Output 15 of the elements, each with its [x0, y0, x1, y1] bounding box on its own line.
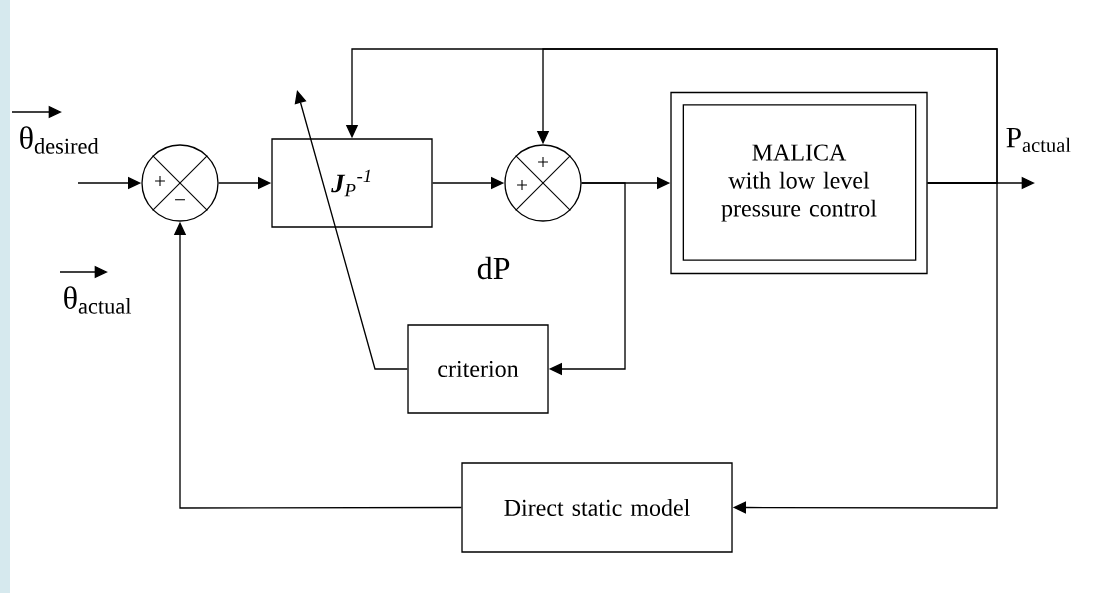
signal-label: dP: [477, 256, 510, 280]
symbol-label: θ$_{actual}$: [64, 286, 132, 314]
summing-junction: [141, 144, 219, 222]
arrow: [294, 90, 408, 370]
block-box: J$_{P}$-1: [271, 138, 433, 228]
sign-label: +: [155, 176, 165, 186]
summing-junction: [504, 144, 582, 222]
block-box: criterion: [407, 324, 549, 414]
sign-label: +: [517, 180, 527, 190]
sign-label: +: [538, 157, 548, 167]
block-box: Direct static model: [461, 462, 733, 553]
symbol-label: P$_{actual}$: [1006, 127, 1071, 153]
symbol-label: θ$_{desired}$: [20, 126, 99, 154]
sign-label: −: [175, 199, 185, 201]
plant-box: MALICA with low level pressure control: [670, 91, 928, 275]
